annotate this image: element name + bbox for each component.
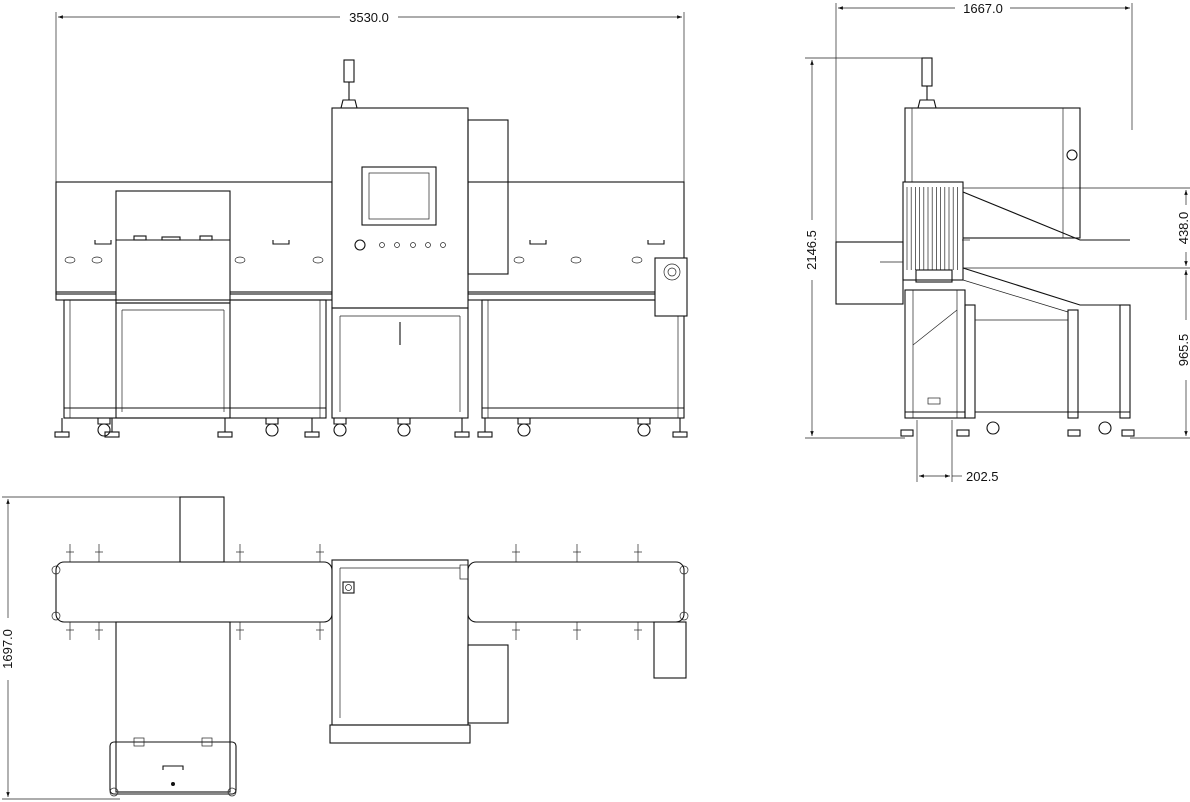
dim-label-438: 438.0 — [1176, 212, 1190, 245]
dimension-side-upper: 438.0 — [962, 187, 1190, 269]
dim-label-202: 202.5 — [966, 469, 999, 484]
caster-wheel — [97, 423, 111, 437]
foot-pad — [454, 431, 470, 438]
inspection-hood — [115, 190, 231, 304]
side-view: 1667.0 2146.5 438.0 965.5 — [804, 1, 1190, 484]
caster-mount — [97, 417, 111, 425]
side-foot — [1121, 429, 1135, 437]
foot-pad — [54, 431, 70, 438]
dimension-side-bottom: 202.5 — [916, 420, 999, 484]
top-view: 1697.0 — [0, 496, 689, 800]
fan-box — [654, 257, 688, 317]
dimension-side-width: 1667.0 — [835, 1, 1133, 250]
top-right-conveyor — [467, 561, 685, 623]
side-knob-icon — [1066, 149, 1078, 161]
caster-wheel — [637, 423, 651, 437]
side-foot — [900, 429, 914, 437]
dimension-top-depth: 1697.0 — [0, 496, 180, 800]
side-foot — [956, 429, 970, 437]
side-feet — [900, 421, 1135, 437]
fasteners — [64, 256, 643, 264]
dim-label-3530: 3530.0 — [349, 10, 389, 25]
top-bolts — [66, 544, 642, 640]
caster-wheel — [333, 423, 347, 437]
top-left-conveyor — [55, 561, 333, 623]
side-beacon — [921, 57, 933, 87]
hmi-screen-frame — [361, 166, 437, 226]
right-conveyor-housing — [467, 181, 685, 295]
foot-pad — [217, 431, 233, 438]
front-view: 3530.0 — [54, 10, 688, 438]
xray-cabinet — [331, 59, 509, 419]
handles — [94, 240, 665, 245]
side-foot — [1067, 429, 1081, 437]
curtain-box — [902, 181, 964, 281]
top-fan-box — [653, 621, 687, 679]
caster-wheel — [517, 423, 531, 437]
front-feet — [54, 417, 688, 438]
curtain-strips — [906, 187, 958, 270]
signal-beacon — [343, 59, 355, 83]
caster-mount — [333, 417, 347, 425]
foot-pad — [672, 431, 688, 438]
side-conveyor — [835, 241, 904, 305]
top-upper-box — [179, 496, 225, 563]
dim-label-2146: 2146.5 — [804, 230, 819, 270]
chute-lower — [962, 267, 1130, 306]
dimension-front-width: 3530.0 — [55, 10, 685, 182]
dim-label-1667: 1667.0 — [963, 1, 1003, 16]
chute-upper — [962, 191, 1130, 241]
foot-pad — [304, 431, 320, 438]
side-caster-wheel — [1098, 421, 1112, 435]
caster-mount — [265, 417, 279, 425]
caster-mount — [517, 417, 531, 425]
side-cabinet — [904, 107, 1081, 239]
foot-pad — [477, 431, 493, 438]
side-caster-wheel — [986, 421, 1000, 435]
caster-mount — [397, 417, 411, 425]
caster-wheel — [265, 423, 279, 437]
hmi-screen — [368, 172, 430, 220]
side-frame — [904, 289, 1131, 419]
caster-wheel — [397, 423, 411, 437]
dimension-side-height: 2146.5 — [804, 57, 930, 439]
top-hood — [115, 621, 231, 793]
dimension-side-lower: 965.5 — [1130, 270, 1190, 439]
dim-label-1697: 1697.0 — [0, 629, 15, 669]
main-switch-icon — [354, 239, 366, 251]
front-frames — [63, 299, 685, 419]
caster-mount — [637, 417, 651, 425]
foot-pad — [104, 431, 120, 438]
top-cabinet — [331, 559, 469, 726]
dim-label-965: 965.5 — [1176, 334, 1190, 367]
